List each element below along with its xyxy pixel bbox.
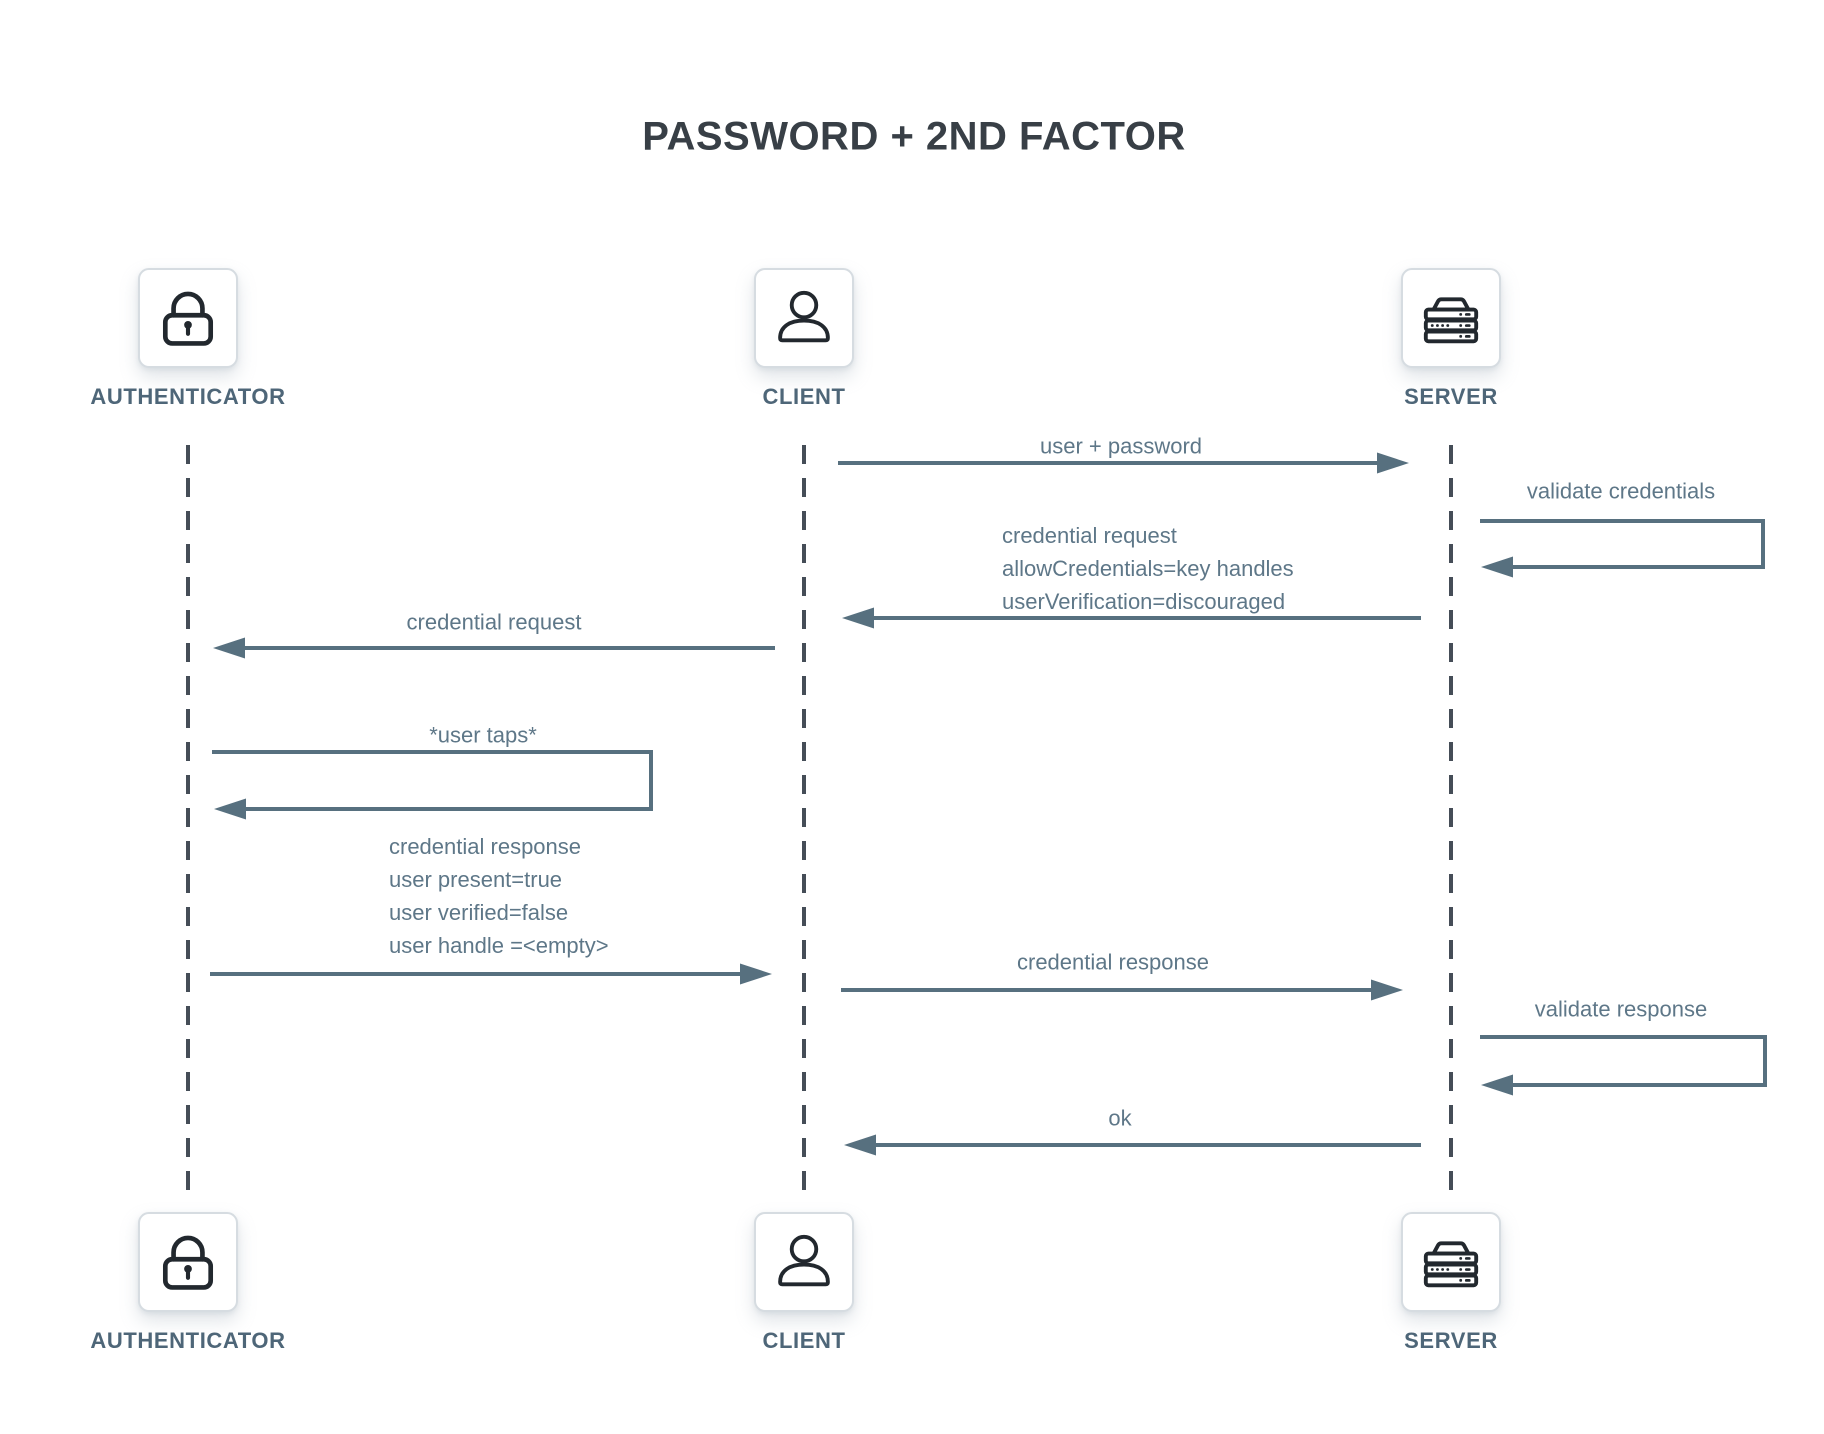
- client-label-bottom: CLIENT: [762, 1328, 846, 1353]
- diagram-title: PASSWORD + 2ND FACTOR: [642, 114, 1186, 159]
- message-label-validate-response: validate response: [1534, 996, 1708, 1022]
- arrow-credential-request-to-authenticator: [213, 637, 775, 659]
- message-line: credential request: [1002, 523, 1177, 548]
- server-icon: [1423, 297, 1479, 344]
- person-icon: [778, 1234, 830, 1287]
- message-label-validate-credentials: validate credentials: [1526, 478, 1716, 504]
- message-line: userVerification=discouraged: [1002, 589, 1286, 614]
- message-line: user verified=false: [389, 900, 569, 925]
- lock-icon: [162, 291, 214, 346]
- self-loop-validate-response: [1480, 1035, 1767, 1096]
- lock-icon: [162, 1235, 214, 1290]
- message-line: allowCredentials=key handles: [1002, 556, 1294, 581]
- arrow-credential-response-to-client: [210, 963, 772, 985]
- message-label-user-taps: *user taps*: [429, 722, 537, 748]
- message-label-user-password: user + password: [1039, 433, 1203, 459]
- authenticator-card-bottom: [138, 1212, 238, 1312]
- arrow-ok: [844, 1134, 1421, 1156]
- arrow-credential-response-to-server: [841, 979, 1403, 1001]
- server-icon: [1423, 1241, 1479, 1288]
- message-label-credential-response-to-server: credential response: [1016, 949, 1210, 975]
- message-label-ok: ok: [1108, 1105, 1132, 1131]
- server-label-bottom: SERVER: [1404, 1328, 1498, 1353]
- message-label-credential-response-to-client: credential response user present=true us…: [389, 830, 609, 962]
- server-label-top: SERVER: [1404, 384, 1498, 409]
- self-loop-validate-credentials: [1480, 519, 1765, 578]
- self-loop-user-taps: [212, 750, 653, 820]
- client-card-bottom: [754, 1212, 854, 1312]
- message-line: credential response: [389, 834, 582, 859]
- server-card-bottom: [1401, 1212, 1501, 1312]
- authenticator-label-top: AUTHENTICATOR: [90, 384, 286, 409]
- message-line: user handle =<empty>: [389, 933, 609, 958]
- authenticator-label-bottom: AUTHENTICATOR: [90, 1328, 286, 1353]
- person-icon: [778, 290, 830, 343]
- client-label-top: CLIENT: [762, 384, 846, 409]
- message-label-credential-request-to-client: credential request allowCredentials=key …: [1002, 519, 1294, 618]
- message-label-credential-request-to-authenticator: credential request: [406, 609, 582, 635]
- message-line: user present=true: [389, 867, 563, 892]
- client-card-top: [754, 268, 854, 368]
- server-card-top: [1401, 268, 1501, 368]
- authenticator-card-top: [138, 268, 238, 368]
